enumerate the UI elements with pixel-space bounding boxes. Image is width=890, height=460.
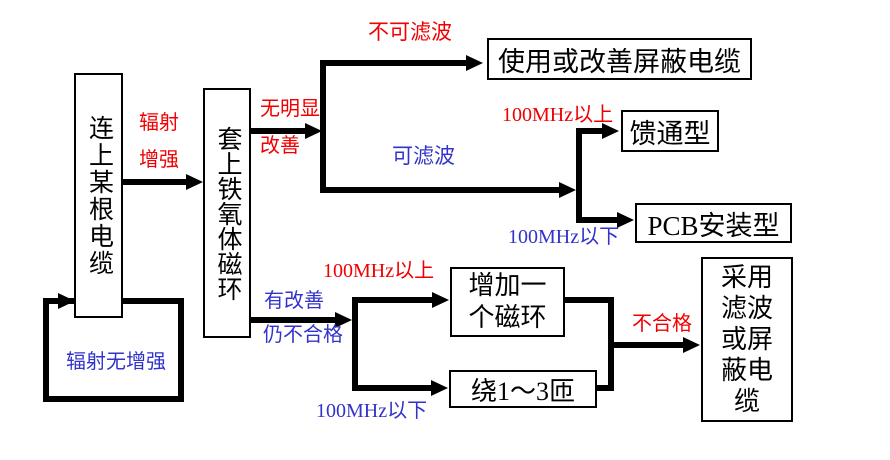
node-wind-turns: 绕1～3匝 <box>449 370 597 408</box>
node-use-shielded-cable: 使用或改善屏蔽电缆 <box>487 38 752 80</box>
arrowhead-filter-branch-icon <box>305 123 322 139</box>
label-radiation-increase: 辐射 增强 <box>139 112 179 171</box>
connector-to-pcb-mount <box>576 217 619 223</box>
label-not-filterable: 不可滤波 <box>368 20 452 44</box>
connector-to-wind-turns <box>352 385 433 391</box>
connector-to-feedthrough <box>576 128 604 134</box>
arrowhead-filter-or-shield-icon <box>683 337 700 353</box>
arrowhead-filterable-icon <box>559 182 576 198</box>
label-unqualified: 不合格 <box>632 313 692 335</box>
arrowhead-wind-turns-icon <box>431 380 448 396</box>
arrowhead-cable-to-ferrite-icon <box>186 174 203 190</box>
arrowhead-feedthrough-icon <box>602 123 619 139</box>
loop-arrowhead-icon <box>58 293 75 309</box>
label-filterable: 可滤波 <box>392 144 455 168</box>
connector-to-add-ring <box>352 297 434 303</box>
connector-ferrite-to-improve-branch <box>248 317 337 323</box>
connector-unqualified <box>608 342 683 348</box>
connector-frequency-branch-vertical <box>576 128 582 223</box>
label-below-100mhz-top: 100MHz以下 <box>508 226 620 248</box>
node-pcb-mount-type: PCB安装型 <box>635 203 792 243</box>
label-improved: 有改善 <box>264 290 324 312</box>
connector-improve-branch-vertical <box>352 297 358 391</box>
connector-filter-branch-vertical <box>320 60 326 193</box>
label-above-100mhz-top: 100MHz以上 <box>502 104 614 126</box>
label-above-100mhz-bottom: 100MHz以上 <box>323 260 435 282</box>
connector-filterable <box>320 187 561 193</box>
arrowhead-pcb-mount-icon <box>617 212 634 228</box>
connector-add-ring-to-merge <box>565 297 614 303</box>
node-connect-cable: 连上某根电缆 <box>74 73 123 318</box>
connector-cable-to-ferrite <box>123 179 189 185</box>
node-add-one-ring: 增加一 个磁环 <box>450 267 565 337</box>
connector-wind-turns-to-merge <box>597 385 614 391</box>
arrowhead-shielded-cable-icon <box>466 55 483 71</box>
node-feedthrough-type: 馈通型 <box>621 110 719 152</box>
arrowhead-improve-branch-icon <box>335 312 352 328</box>
node-filter-or-shield-cable: 采用 滤波 或屏 蔽电 缆 <box>701 257 793 422</box>
node-ferrite-ring: 套上铁氧体磁环 <box>203 88 251 338</box>
arrowhead-add-ring-icon <box>432 292 449 308</box>
label-no-obvious-improvement: 无明显 改善 <box>260 98 320 157</box>
label-no-radiation-increase: 辐射无增强 <box>66 351 166 373</box>
connector-ferrite-to-filter-branch <box>248 128 307 134</box>
label-still-unqualified: 仍不合格 <box>263 324 343 346</box>
connector-to-shielded-cable <box>320 60 468 66</box>
label-below-100mhz-bottom: 100MHz以下 <box>316 400 428 422</box>
